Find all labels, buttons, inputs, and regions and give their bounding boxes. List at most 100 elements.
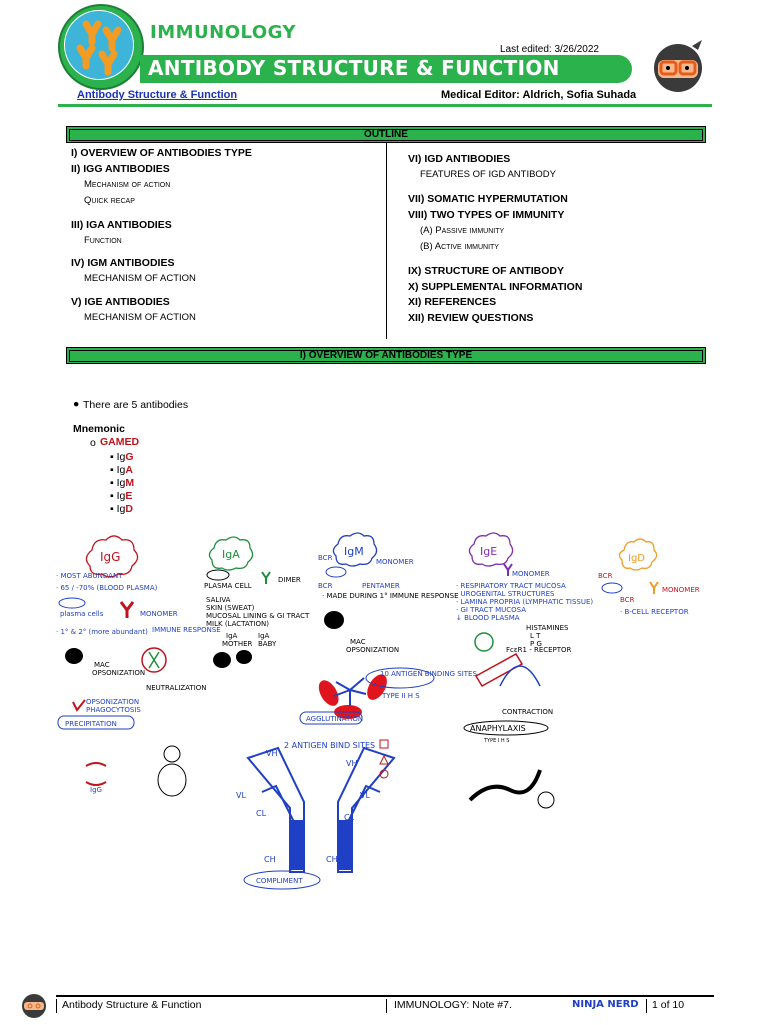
svg-text:SALIVA: SALIVA — [206, 596, 231, 604]
outline-item[interactable]: V) IGE ANTIBODIES — [71, 296, 170, 308]
svg-text:DIMER: DIMER — [278, 576, 301, 584]
mnemonic-item: ▪ IgE — [110, 490, 132, 502]
outline-column-divider — [386, 143, 387, 339]
outline-item[interactable]: III) IGA ANTIBODIES — [71, 219, 172, 231]
svg-text:AGGLUTINATION: AGGLUTINATION — [306, 715, 363, 723]
ige-label: IgE — [480, 545, 497, 558]
svg-text:TYPE II H S: TYPE II H S — [381, 692, 420, 700]
svg-text:· 1° & 2° (more abundant): · 1° & 2° (more abundant) — [56, 628, 148, 636]
igm-label: IgM — [344, 545, 364, 558]
bullet-text: There are 5 antibodies — [83, 399, 188, 411]
svg-text:PHAGOCYTOSIS: PHAGOCYTOSIS — [86, 706, 141, 714]
mnemonic-item: ▪ IgG — [110, 451, 134, 463]
svg-text:· 65 / -70% (BLOOD PLASMA): · 65 / -70% (BLOOD PLASMA) — [56, 584, 158, 592]
svg-text:IgA: IgA — [226, 632, 238, 640]
svg-text:NEUTRALIZATION: NEUTRALIZATION — [146, 684, 207, 692]
svg-text:SKIN (SWEAT): SKIN (SWEAT) — [206, 604, 255, 612]
svg-text:· RESPIRATORY TRACT MUCOSA: · RESPIRATORY TRACT MUCOSA — [456, 582, 566, 590]
svg-text:CONTRACTION: CONTRACTION — [502, 708, 553, 716]
footer-separator — [56, 999, 57, 1013]
outline-item[interactable]: VII) SOMATIC HYPERMUTATION — [408, 193, 568, 205]
medical-editor: Medical Editor: Aldrich, Sofia Suhada — [441, 89, 636, 101]
outline-heading-bar: OUTLINE — [66, 126, 706, 143]
subtitle-link[interactable]: Antibody Structure & Function — [77, 89, 237, 101]
outline-subitem[interactable]: Mechanism of action — [84, 179, 170, 190]
svg-text:BCR: BCR — [598, 572, 613, 580]
iga-label: IgA — [222, 548, 240, 561]
svg-text:MUCOSAL LINING & GI TRACT: MUCOSAL LINING & GI TRACT — [206, 612, 310, 620]
svg-text:MOTHER: MOTHER — [222, 640, 253, 648]
footer-section-title: Antibody Structure & Function — [62, 999, 202, 1011]
svg-text:10 ANTIGEN BINDING SITES: 10 ANTIGEN BINDING SITES — [380, 670, 477, 678]
mnemonic-item: ▪ IgM — [110, 477, 134, 489]
svg-text:HISTAMINES: HISTAMINES — [526, 624, 569, 632]
outline-subitem[interactable]: Quick recap — [84, 195, 135, 206]
svg-text:MONOMER: MONOMER — [512, 570, 550, 578]
outline-subitem[interactable]: (B) Active immunity — [420, 241, 499, 252]
outline-subitem[interactable]: MECHANISM OF ACTION — [84, 312, 196, 323]
svg-text:CL: CL — [256, 809, 267, 818]
igg-label: IgG — [100, 550, 120, 564]
svg-text:BCR: BCR — [318, 554, 333, 562]
outline-item[interactable]: II) IGG ANTIBODIES — [71, 163, 170, 175]
footer-note-label: IMMUNOLOGY: Note #7. — [394, 999, 512, 1011]
section-heading-bar: I) OVERVIEW OF ANTIBODIES TYPE — [66, 347, 706, 364]
outline-subitem[interactable]: (A) Passive immunity — [420, 225, 504, 236]
svg-text:FcεR1 - RECEPTOR: FcεR1 - RECEPTOR — [506, 646, 572, 654]
footer-separator — [386, 999, 387, 1013]
outline-item[interactable]: I) OVERVIEW OF ANTIBODIES TYPE — [71, 147, 252, 159]
svg-text:VH: VH — [346, 759, 358, 768]
svg-text:· MOST ABUNDANT: · MOST ABUNDANT — [56, 572, 123, 580]
header-divider — [58, 104, 712, 107]
svg-text:MONOMER: MONOMER — [662, 586, 700, 594]
igd-label: IgD — [628, 553, 645, 564]
outline-item[interactable]: IX) STRUCTURE OF ANTIBODY — [408, 265, 564, 277]
mnemonic-item: ▪ IgD — [110, 503, 133, 515]
svg-text:· B-CELL RECEPTOR: · B-CELL RECEPTOR — [620, 608, 689, 616]
svg-text:VL: VL — [236, 791, 246, 800]
footer-page-number: 1 of 10 — [652, 999, 684, 1011]
svg-text:MONOMER: MONOMER — [376, 558, 414, 566]
outline-item[interactable]: VI) IGD ANTIBODIES — [408, 153, 510, 165]
svg-text:IgA: IgA — [258, 632, 270, 640]
outline-heading: OUTLINE — [69, 129, 703, 141]
logo-antibody-icon — [64, 10, 134, 80]
mnemonic-label: Mnemonic — [73, 423, 125, 435]
outline-item[interactable]: XI) REFERENCES — [408, 296, 496, 308]
last-edited: Last edited: 3/26/2022 — [500, 44, 599, 55]
svg-text:PENTAMER: PENTAMER — [362, 582, 400, 590]
svg-text:BABY: BABY — [258, 640, 277, 648]
svg-text:PRECIPITATION: PRECIPITATION — [65, 720, 117, 728]
svg-text:plasma cells: plasma cells — [60, 610, 104, 618]
igg-cloud-icon: IgG — [86, 536, 137, 577]
svg-text:↓ BLOOD PLASMA: ↓ BLOOD PLASMA — [456, 614, 520, 622]
outline-item[interactable]: X) SUPPLEMENTAL INFORMATION — [408, 281, 582, 293]
svg-text:L T: L T — [530, 632, 541, 640]
outline-subitem[interactable]: Function — [84, 235, 122, 246]
outline-subitem[interactable]: MECHANISM OF ACTION — [84, 273, 196, 284]
antibody-sketch-illustration: IgG · MOST ABUNDANT · 65 / -70% (BLOOD P… — [0, 530, 768, 900]
section-heading: I) OVERVIEW OF ANTIBODIES TYPE — [69, 350, 703, 362]
svg-text:MAC: MAC — [350, 638, 366, 646]
svg-text:COMPLIMENT: COMPLIMENT — [256, 877, 303, 885]
bullet-dot: ● — [73, 398, 79, 410]
svg-text:BCR: BCR — [620, 596, 635, 604]
svg-text:PLASMA CELL: PLASMA CELL — [204, 582, 252, 590]
svg-text:IgG: IgG — [90, 786, 102, 794]
outline-item[interactable]: IV) IGM ANTIBODIES — [71, 257, 174, 269]
svg-text:ANAPHYLAXIS: ANAPHYLAXIS — [470, 724, 526, 733]
svg-text:2 ANTIGEN BIND SITES: 2 ANTIGEN BIND SITES — [284, 741, 375, 750]
svg-text:· GI TRACT MUCOSA: · GI TRACT MUCOSA — [456, 606, 526, 614]
ninja-mascot-icon — [648, 36, 708, 96]
svg-text:MAC: MAC — [94, 661, 110, 669]
page-title: ANTIBODY STRUCTURE & FUNCTION — [148, 56, 560, 80]
svg-text:CH: CH — [264, 855, 276, 864]
svg-text:· UROGENITAL STRUCTURES: · UROGENITAL STRUCTURES — [456, 590, 555, 598]
svg-text:MONOMER: MONOMER — [140, 610, 178, 618]
svg-text:BCR: BCR — [318, 582, 333, 590]
mnemonic-word: GAMED — [100, 436, 139, 448]
outline-item[interactable]: VIII) TWO TYPES OF IMMUNITY — [408, 209, 564, 221]
outline-subitem[interactable]: FEATURES OF IGD ANTIBODY — [420, 169, 556, 180]
outline-item[interactable]: XII) REVIEW QUESTIONS — [408, 312, 533, 324]
circle-bullet: o — [90, 437, 96, 449]
